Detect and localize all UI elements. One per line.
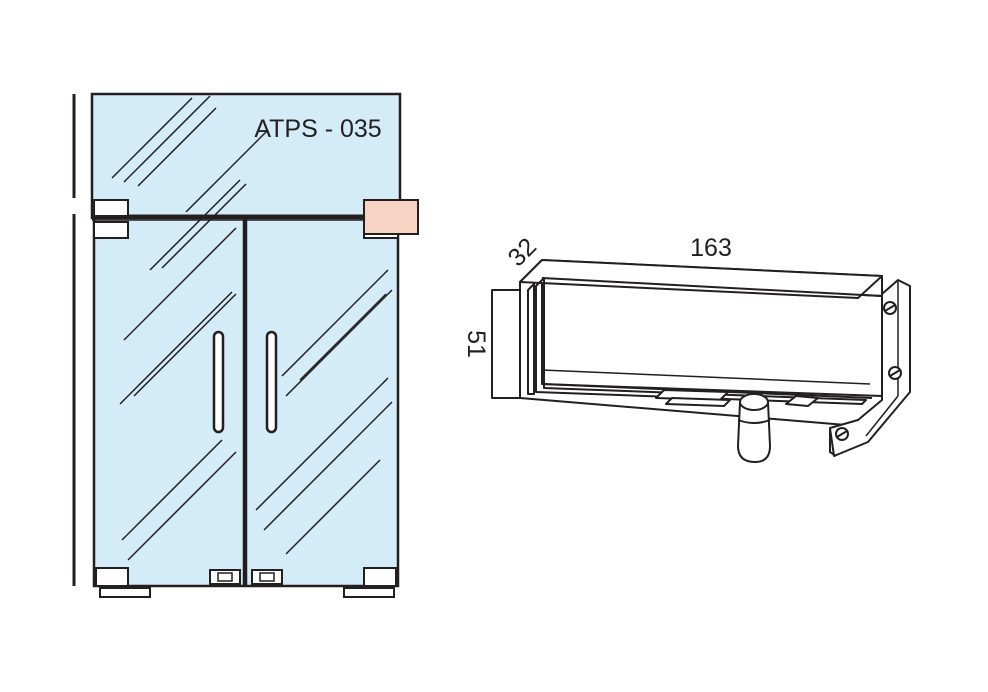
bottom-left-patch-fitting (95, 567, 129, 587)
top-left-patch-fitting (93, 199, 129, 217)
glass-door-assembly: ATPS - 035 (72, 92, 419, 598)
fixed-top-glass-panel (90, 92, 402, 220)
dimension-height-label: 51 (462, 330, 490, 358)
floor-spring-left (99, 587, 151, 598)
left-pull-handle (212, 330, 225, 434)
floor-lock-right (251, 569, 283, 585)
patch-fitting-detail: 163 32 51 (462, 233, 911, 463)
glass-reflection-lines (111, 95, 393, 561)
floor-lock-left (209, 569, 241, 585)
front-plate (491, 289, 521, 399)
highlighted-patch-fitting (363, 199, 419, 235)
product-code-label: ATPS - 035 (254, 115, 381, 143)
bottom-right-patch-fitting (363, 567, 397, 587)
pivot-pin (737, 401, 771, 463)
dimension-length-label: 163 (690, 234, 732, 262)
top-left-door-patch-fitting (93, 221, 129, 239)
right-pull-handle (265, 330, 278, 434)
side-bracket (829, 279, 911, 457)
floor-spring-right (343, 587, 395, 598)
fitting-top-face (519, 259, 883, 299)
